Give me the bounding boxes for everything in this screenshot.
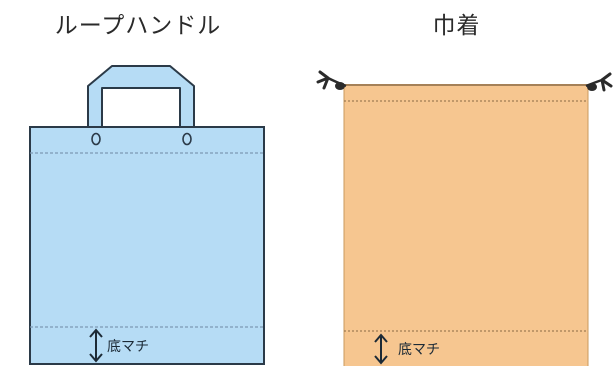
drawstring-end-right <box>585 72 613 92</box>
loop-handle-bag-title: ループハンドル <box>54 13 222 39</box>
loop-bag-body <box>29 126 265 365</box>
loop-bag-gusset-label: 底マチ <box>107 339 149 355</box>
rivet-right <box>182 132 192 146</box>
loop-handle-bag-illustration <box>29 65 265 365</box>
drawstring-bag-panel: 巾着 底マチ <box>306 0 613 366</box>
gusset-arrow-left <box>89 328 103 363</box>
rivet-left <box>91 132 101 146</box>
drawstring-end-left <box>316 70 347 90</box>
drawstring-bag-title: 巾着 <box>432 13 481 39</box>
loop-handle-bag-panel: ループハンドル 底マチ <box>0 0 306 366</box>
drawstring-bag-illustration <box>316 70 613 366</box>
drawstring-bag-body <box>344 84 588 366</box>
gusset-arrow-right <box>374 333 388 365</box>
drawstring-bag-gusset-label: 底マチ <box>398 342 440 358</box>
loop-handle <box>87 65 195 129</box>
